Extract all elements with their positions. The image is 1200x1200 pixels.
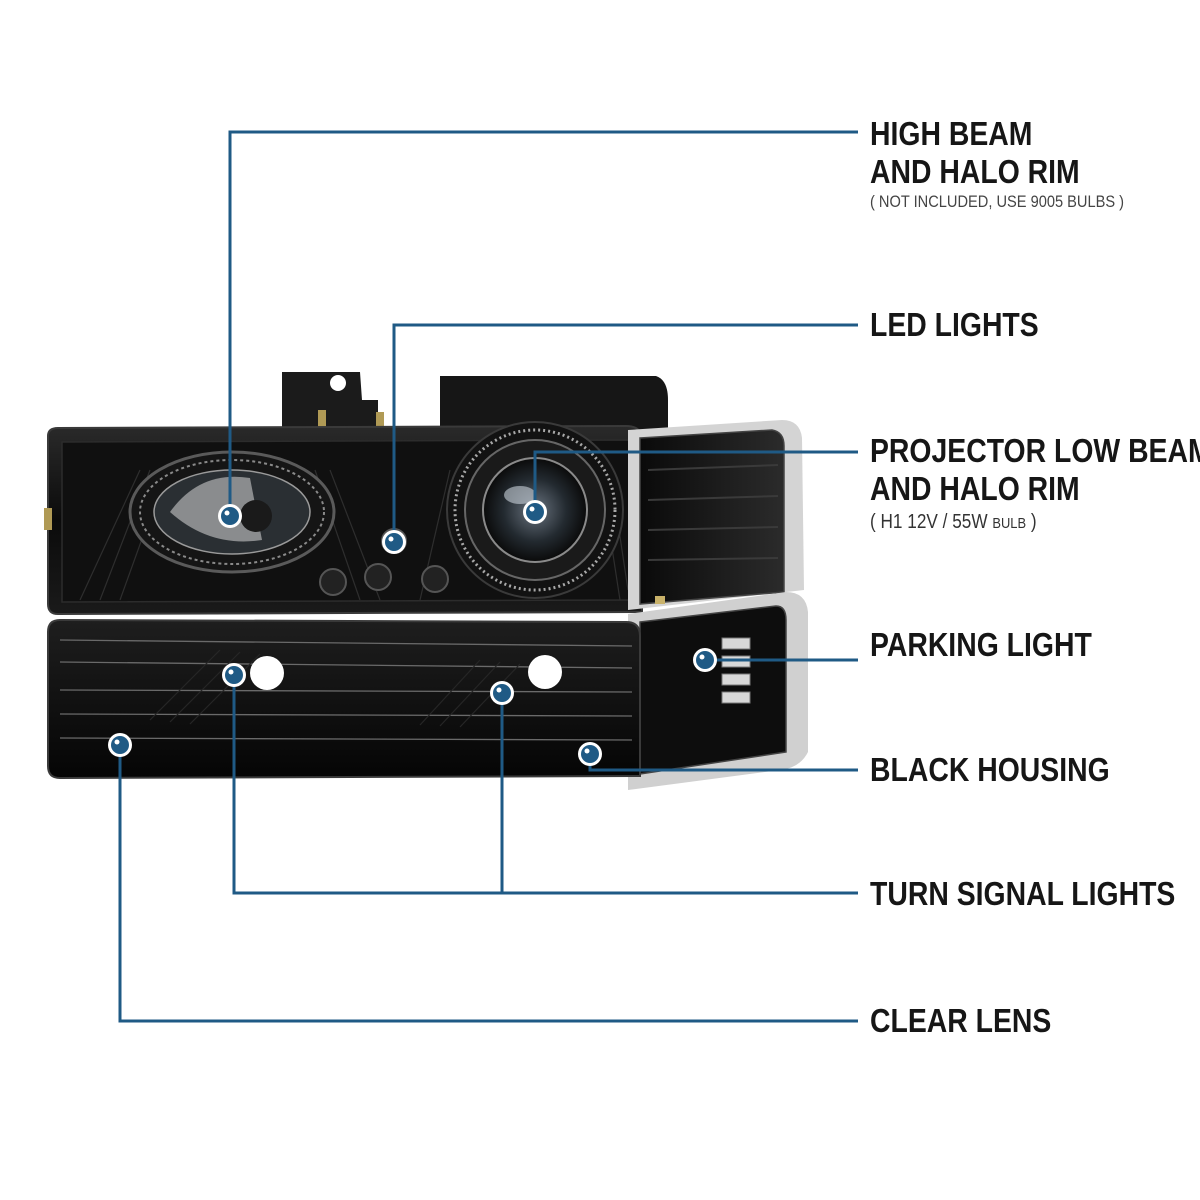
projector-low-beam xyxy=(446,421,624,599)
bumper-light xyxy=(47,618,641,780)
marker-parking xyxy=(693,648,717,672)
label-clear-lens: CLEAR LENS xyxy=(870,1002,1052,1039)
projector-note-bulb: BULB xyxy=(992,515,1027,532)
callout-markers xyxy=(108,500,717,766)
parking-light-housing xyxy=(628,592,808,790)
leader-led xyxy=(392,323,858,542)
label-turn-signal: TURN SIGNAL LIGHTS xyxy=(870,875,1176,912)
label-led-lights: LED LIGHTS xyxy=(870,306,1039,343)
marker-clear-lens xyxy=(108,733,132,757)
label-high-beam-line2: AND HALO RIM xyxy=(870,153,1080,190)
marker-turn-signal-right xyxy=(490,681,514,705)
label-high-beam-line1: HIGH BEAM xyxy=(870,115,1033,152)
marker-led xyxy=(382,530,406,554)
projector-note-end: ) xyxy=(1026,511,1037,533)
leader-projector xyxy=(533,450,858,512)
marker-high-beam xyxy=(218,504,242,528)
leader-turn-signal xyxy=(232,675,858,895)
projector-note-main: ( H1 12V / 55W xyxy=(870,511,993,533)
leader-clear-lens xyxy=(118,745,858,1023)
corner-light xyxy=(628,420,804,610)
marker-black-housing xyxy=(578,742,602,766)
leader-lines xyxy=(118,130,858,1023)
label-black-housing: BLACK HOUSING xyxy=(870,751,1110,788)
label-projector-line2: AND HALO RIM xyxy=(870,470,1080,507)
marker-projector xyxy=(523,500,547,524)
mounting-bracket xyxy=(282,372,668,432)
label-parking-light: PARKING LIGHT xyxy=(870,626,1092,663)
marker-turn-signal-left xyxy=(222,663,246,687)
label-high-beam-note: ( NOT INCLUDED, USE 9005 BULBS ) xyxy=(870,192,1125,211)
label-projector-note: ( H1 12V / 55W BULB ) xyxy=(870,511,1037,534)
leader-high-beam xyxy=(228,130,858,516)
label-projector-line1: PROJECTOR LOW BEAM xyxy=(870,432,1200,469)
